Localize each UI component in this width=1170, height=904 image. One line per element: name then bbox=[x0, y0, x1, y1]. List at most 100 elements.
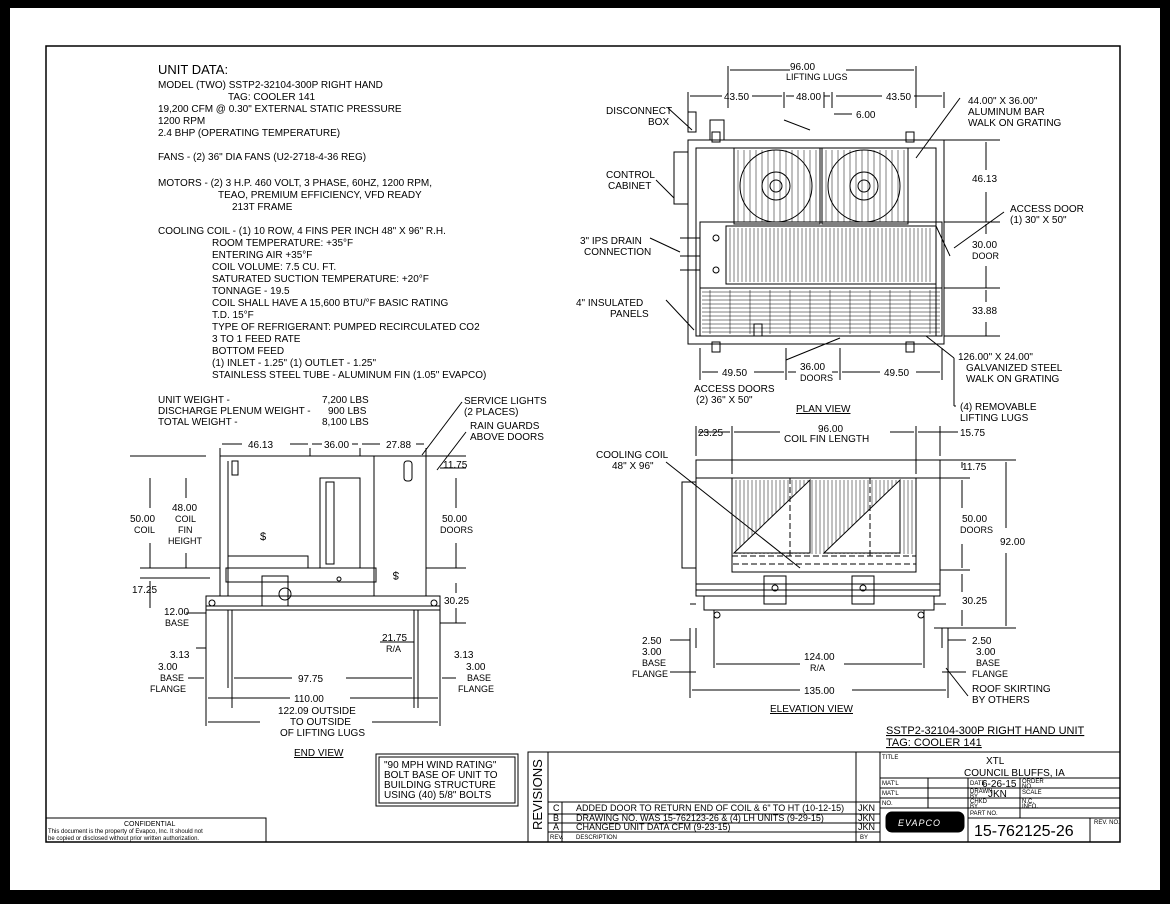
callout-label: SERVICE LIGHTS bbox=[464, 396, 547, 407]
callout-label: LIFTING LUGS bbox=[960, 413, 1029, 424]
callout-label: 3" IPS DRAIN bbox=[580, 236, 642, 247]
unit-data-line: MODEL (TWO) SSTP2-32104-300P RIGHT HAND bbox=[158, 80, 383, 91]
unit-data-line: STAINLESS STEEL TUBE - ALUMINUM FIN (1.0… bbox=[212, 370, 486, 381]
callout-label: DISCONNECT bbox=[606, 106, 672, 117]
dim-label: DOOR bbox=[972, 251, 1000, 261]
dim-label: DOORS bbox=[960, 525, 993, 535]
confidential-line: This document is the property of Evapco,… bbox=[48, 829, 203, 835]
confidential-title: CONFIDENTIAL bbox=[124, 821, 175, 828]
dim-label: 21.75 bbox=[382, 633, 407, 644]
unit-data-line: BOTTOM FEED bbox=[212, 346, 284, 357]
unit-tag: TAG: COOLER 141 bbox=[886, 737, 982, 749]
dim-label: 97.75 bbox=[298, 674, 323, 685]
unit-data-line: ENTERING AIR +35°F bbox=[212, 250, 312, 261]
rev-letter: C bbox=[553, 803, 560, 813]
dim-label: 36.00 bbox=[324, 440, 349, 451]
rev-description: CHANGED UNIT DATA CFM (9-23-15) bbox=[576, 822, 731, 832]
dim-label: 122.09 OUTSIDE bbox=[278, 706, 356, 717]
engineering-drawing: UNIT DATA: MODEL (TWO) SSTP2-32104-300P … bbox=[45, 45, 1121, 843]
unit-data-line: COOLING COIL - (1) 10 ROW, 4 FINS PER IN… bbox=[158, 226, 446, 237]
drawn-label: BY bbox=[970, 794, 978, 800]
dim-label: 48.00 bbox=[796, 92, 821, 103]
rev-by: JKN bbox=[858, 803, 875, 813]
title-label: TITLE bbox=[882, 755, 898, 761]
dim-label: 49.50 bbox=[884, 368, 909, 379]
rev-by: JKN bbox=[858, 813, 875, 823]
unit-data-block: UNIT DATA: MODEL (TWO) SSTP2-32104-300P … bbox=[158, 62, 486, 428]
drawn-label: DRAWN bbox=[970, 789, 992, 795]
dim-label: 50.00 bbox=[442, 514, 467, 525]
unit-data-line: MOTORS - (2) 3 H.P. 460 VOLT, 3 PHASE, 6… bbox=[158, 178, 432, 189]
dim-label: 30.00 bbox=[972, 240, 997, 251]
unit-data-line: 3 TO 1 FEED RATE bbox=[212, 334, 301, 345]
dim-label: 124.00 bbox=[804, 652, 835, 663]
unit-data-line: TYPE OF REFRIGERANT: PUMPED RECIRCULATED… bbox=[212, 322, 480, 333]
dim-label: FLANGE bbox=[972, 669, 1008, 679]
dim-label: R/A bbox=[810, 663, 825, 673]
dim-label: DOORS bbox=[440, 525, 473, 535]
dim-label: 110.00 bbox=[294, 694, 324, 705]
unit-data-line: FANS - (2) 36" DIA FANS (U2-2718-4-36 RE… bbox=[158, 152, 366, 163]
order-label: NO. bbox=[1022, 784, 1033, 790]
callout-label: CONNECTION bbox=[584, 247, 651, 258]
dim-label: FLANGE bbox=[150, 684, 186, 694]
dim-label: 15.75 bbox=[960, 428, 985, 439]
plan-view-title: PLAN VIEW bbox=[796, 404, 851, 415]
dim-label: 48.00 bbox=[172, 503, 197, 514]
dim-label: OF LIFTING LUGS bbox=[280, 728, 365, 739]
callout-label: (2) 36" X 50" bbox=[696, 395, 753, 406]
elevation-view-title: ELEVATION VIEW bbox=[770, 704, 854, 715]
unit-data-line: COIL SHALL HAVE A 15,600 BTU/°F BASIC RA… bbox=[212, 298, 449, 309]
weight-label: DISCHARGE PLENUM WEIGHT - bbox=[158, 406, 311, 417]
dim-label: 135.00 bbox=[804, 686, 835, 697]
rev-letter: B bbox=[553, 813, 559, 823]
dim-label: 43.50 bbox=[724, 92, 749, 103]
matl-label: MAT'L bbox=[882, 791, 899, 797]
unit-data-line: COIL VOLUME: 7.5 CU. FT. bbox=[212, 262, 336, 273]
rev-letter: A bbox=[553, 822, 559, 832]
confidential-notice: CONFIDENTIAL This document is the proper… bbox=[45, 817, 267, 843]
confidential-line: be copied or disclosed without prior wri… bbox=[48, 836, 199, 842]
unit-data-line: 2.4 BHP (OPERATING TEMPERATURE) bbox=[158, 128, 340, 139]
note-line: BOLT BASE OF UNIT TO bbox=[384, 770, 498, 781]
nc-label: N.C. bbox=[1022, 799, 1034, 805]
revisions-label: REVISIONS bbox=[530, 759, 545, 830]
unit-data-line: TEAO, PREMIUM EFFICIENCY, VFD READY bbox=[218, 190, 422, 201]
checked-label: CHKD bbox=[970, 799, 988, 805]
dim-label: 23.25 bbox=[698, 428, 723, 439]
dim-label: 11.75 bbox=[443, 460, 468, 471]
title-block: SSTP2-32104-300P RIGHT HAND UNIT TAG: CO… bbox=[879, 725, 1121, 843]
part-label: PART NO. bbox=[970, 811, 998, 817]
dim-label: 3.00 bbox=[158, 662, 178, 673]
drawing-border bbox=[45, 45, 1121, 843]
drawing-sheet: UNIT DATA: MODEL (TWO) SSTP2-32104-300P … bbox=[10, 8, 1160, 890]
airflow-symbol: $ bbox=[393, 569, 399, 581]
dim-label: 46.13 bbox=[972, 174, 997, 185]
dim-label: FIN bbox=[178, 525, 193, 535]
note-line: USING (40) 5/8" BOLTS bbox=[384, 790, 492, 801]
drawn-by: JKN bbox=[988, 789, 1007, 800]
callout-label: 44.00" X 36.00" bbox=[968, 96, 1038, 107]
callout-label: (4) REMOVABLE bbox=[960, 402, 1037, 413]
weight-label: TOTAL WEIGHT - bbox=[158, 417, 238, 428]
dim-label: 3.00 bbox=[976, 647, 996, 658]
walk-on-grating bbox=[702, 290, 940, 334]
callout-label: WALK ON GRATING bbox=[968, 118, 1062, 129]
dim-label: 96.00 bbox=[818, 424, 843, 435]
dim-label: COIL bbox=[175, 514, 196, 524]
unit-title: SSTP2-32104-300P RIGHT HAND UNIT bbox=[886, 725, 1085, 737]
airflow-symbol: $ bbox=[260, 531, 266, 543]
dim-label: 3.00 bbox=[466, 662, 486, 673]
callout-label: ABOVE DOORS bbox=[470, 432, 544, 443]
callout-label: 48" X 96" bbox=[612, 461, 654, 472]
coil-fins bbox=[729, 228, 931, 282]
dim-label: 3.00 bbox=[642, 647, 662, 658]
dim-label: 30.25 bbox=[962, 596, 987, 607]
callout-label: 126.00" X 24.00" bbox=[958, 352, 1033, 363]
matl-label: MAT'L bbox=[882, 781, 899, 787]
dim-label: FLANGE bbox=[632, 669, 668, 679]
dim-label: FLANGE bbox=[458, 684, 494, 694]
date-value: 6-26-15 bbox=[982, 779, 1017, 790]
location: COUNCIL BLUFFS, IA bbox=[964, 768, 1065, 779]
callout-label: PANELS bbox=[610, 309, 649, 320]
